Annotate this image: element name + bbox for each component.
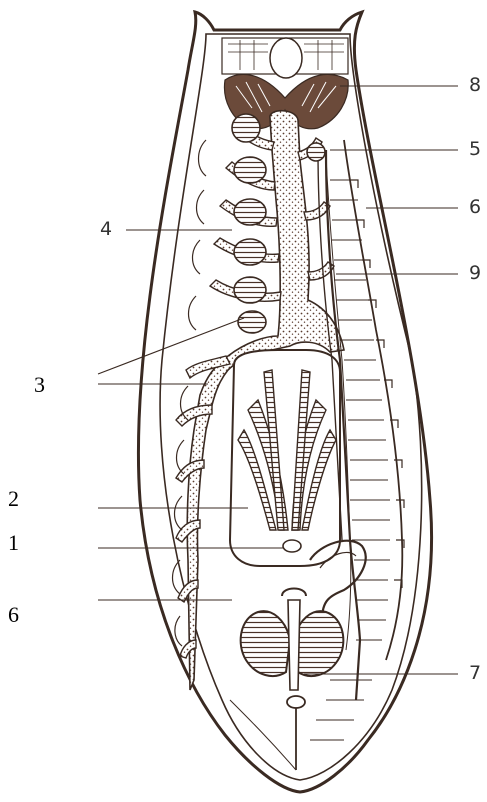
testis xyxy=(238,311,266,333)
label-6-left: 6 xyxy=(8,604,19,626)
label-2: 2 xyxy=(8,488,19,510)
brain-lobe xyxy=(270,38,302,78)
testis xyxy=(232,114,260,142)
label-1: 1 xyxy=(8,532,19,554)
label-9: 9 xyxy=(469,264,481,283)
genital-pore xyxy=(287,696,305,708)
label-6-right: 6 xyxy=(469,198,481,217)
testis xyxy=(234,199,266,225)
label-4: 4 xyxy=(100,220,112,239)
testis xyxy=(234,277,266,303)
label-8: 8 xyxy=(469,76,481,95)
testis xyxy=(234,239,266,265)
label-7: 7 xyxy=(469,664,481,683)
ovary xyxy=(307,143,325,161)
testis xyxy=(234,157,266,183)
label-5: 5 xyxy=(469,140,481,159)
label-3: 3 xyxy=(34,374,45,396)
mouth-opening xyxy=(283,540,301,552)
